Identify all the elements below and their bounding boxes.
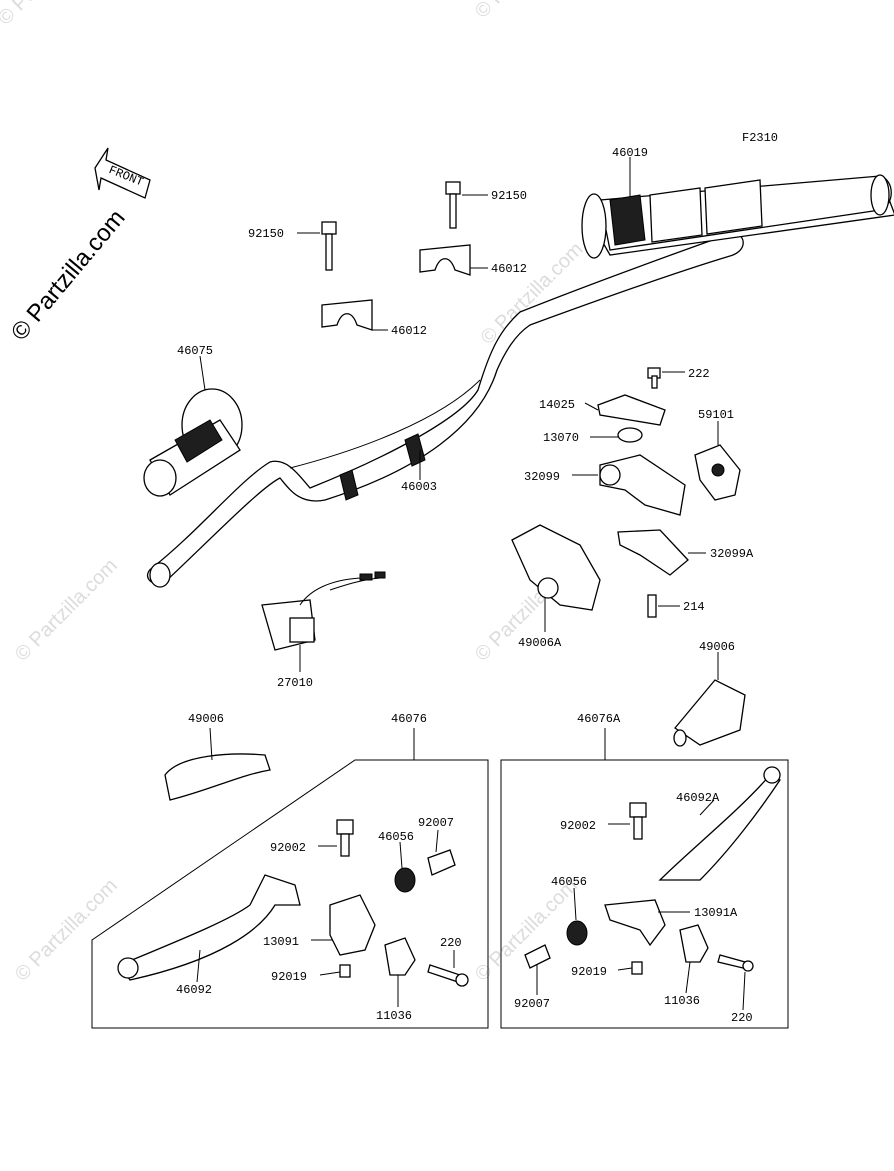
part-label: 46092A — [676, 791, 720, 805]
part-label: 49006 — [188, 712, 224, 726]
part-label: 59101 — [698, 408, 734, 422]
part-label: 46056 — [378, 830, 414, 844]
nut-92007-left — [427, 849, 456, 876]
part-label: 49006A — [518, 636, 562, 650]
guard-49006-left — [164, 753, 271, 801]
part-label: 92150 — [248, 227, 284, 241]
housing-32099a — [617, 529, 689, 576]
part-label: 92007 — [514, 997, 550, 1011]
assembly-46076a-box — [500, 759, 789, 1029]
grip-46019 — [581, 174, 894, 259]
part-label: 13091 — [263, 935, 299, 949]
part-label: 92007 — [418, 816, 454, 830]
clamp-46012-lower — [321, 299, 373, 331]
nut-92007-right — [524, 944, 551, 969]
part-label: 49006 — [699, 640, 735, 654]
holder-13091 — [329, 894, 376, 956]
part-label: 46012 — [391, 324, 427, 338]
part-label: 32099 — [524, 470, 560, 484]
screw-222 — [647, 367, 661, 389]
clamp-11036-left — [384, 937, 416, 976]
watermark-text: © Partzilla.com — [11, 555, 122, 666]
part-label: 46012 — [491, 262, 527, 276]
part-label: 46019 — [612, 146, 648, 160]
cover-14025 — [597, 394, 666, 426]
part-label: 46092 — [176, 983, 212, 997]
clamp-46012-upper — [419, 244, 471, 276]
bolt-92002-right — [629, 802, 647, 840]
bolt-92002-left — [336, 819, 354, 857]
part-label: 220 — [440, 936, 462, 950]
watermark-text: © Partzilla.com — [471, 0, 582, 23]
lever-46092a — [658, 766, 781, 881]
guard-49006-right — [673, 679, 746, 747]
assembly-46076-box — [91, 759, 489, 1029]
part-label: 14025 — [539, 398, 575, 412]
part-label: 92019 — [571, 965, 607, 979]
part-label: 220 — [731, 1011, 753, 1025]
nut-92019-left — [339, 964, 351, 978]
part-label: 46075 — [177, 344, 213, 358]
switch-27010 — [261, 571, 386, 651]
watermark-text: © Partzilla.com — [11, 875, 122, 986]
part-label: 214 — [683, 600, 705, 614]
watermark-main: © Partzilla.com — [6, 205, 131, 346]
part-label: 27010 — [277, 676, 313, 690]
housing-32099 — [599, 454, 686, 516]
screw-220-right — [717, 954, 754, 972]
part-label: 13091A — [694, 906, 738, 920]
part-label: 46003 — [401, 480, 437, 494]
grip-46075 — [143, 388, 243, 497]
front-arrow-icon: FRONT — [94, 147, 151, 199]
bolt-92150-left — [321, 221, 337, 271]
diagram-code: F2310 — [742, 131, 778, 145]
ring-13070 — [617, 427, 643, 443]
part-label: 222 — [688, 367, 710, 381]
part-label: 46076A — [577, 712, 621, 726]
part-label: 46076 — [391, 712, 427, 726]
part-label: 11036 — [376, 1009, 412, 1023]
part-label: 92019 — [271, 970, 307, 984]
part-label: 11036 — [664, 994, 700, 1008]
clamp-11036-right — [679, 924, 709, 963]
part-label: 92002 — [560, 819, 596, 833]
nut-92019-right — [631, 961, 643, 975]
part-label: 46056 — [551, 875, 587, 889]
switch-59101 — [694, 444, 741, 501]
adjuster-46056-right — [566, 920, 588, 946]
screw-214 — [647, 594, 657, 618]
leader-lines — [196, 157, 746, 1011]
watermark-text: © Partzilla.com — [0, 0, 105, 30]
handlebar-drawing — [147, 231, 744, 588]
part-label: 32099A — [710, 547, 754, 561]
part-label: 92150 — [491, 189, 527, 203]
part-labels: 46019 92150 92150 46012 46012 46075 4600… — [176, 146, 754, 1025]
holder-13091a — [604, 899, 666, 947]
bolt-92150-right — [445, 181, 461, 229]
guard-49006a — [511, 524, 601, 611]
part-label: 92002 — [270, 841, 306, 855]
part-label: 13070 — [543, 431, 579, 445]
adjuster-46056-left — [394, 867, 416, 893]
screw-220-left — [427, 964, 469, 987]
lever-46092 — [117, 874, 301, 981]
